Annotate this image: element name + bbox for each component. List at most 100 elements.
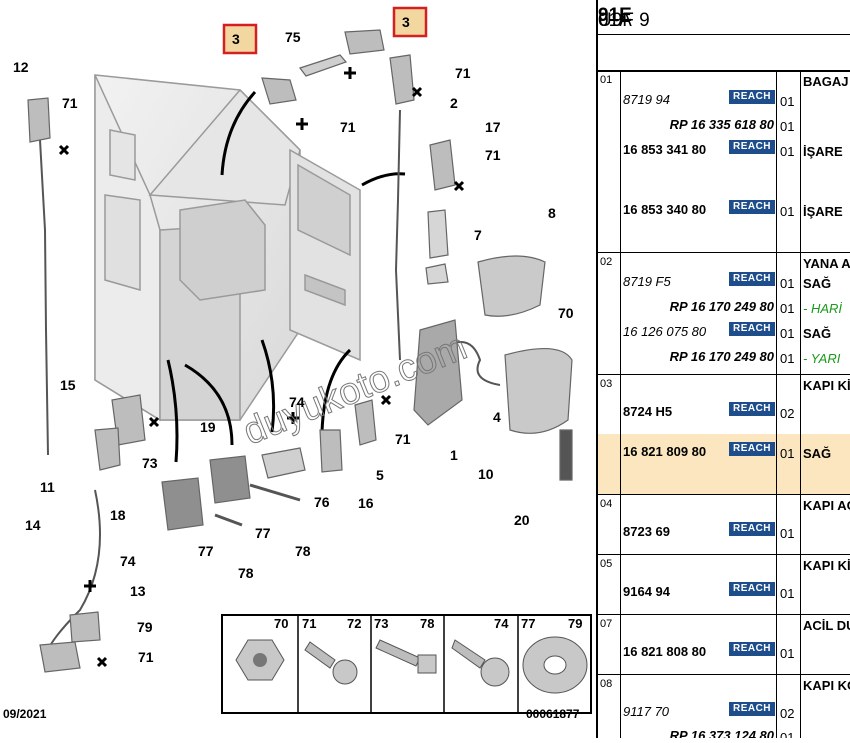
callout-71: 71 bbox=[455, 65, 471, 81]
reach-badge: REACH bbox=[729, 702, 775, 716]
pointer-lines bbox=[166, 90, 406, 463]
part-note: İŞARE bbox=[803, 204, 843, 219]
callout-78: 78 bbox=[295, 543, 311, 559]
part-reference[interactable]: 9117 70 bbox=[623, 704, 670, 719]
legend-number: 79 bbox=[568, 616, 582, 631]
callout-11: 11 bbox=[40, 479, 55, 495]
part-row: 05 KAPI Kİ 9164 94 REACH 01 bbox=[598, 554, 850, 615]
part-quantity: 02 bbox=[780, 706, 795, 721]
callout-19: 19 bbox=[200, 419, 216, 435]
part-reference[interactable]: 8724 H5 bbox=[623, 404, 673, 419]
bolt-73-icon bbox=[375, 639, 421, 667]
part-reference[interactable]: 16 126 075 80 bbox=[623, 324, 707, 339]
callout-12: 12 bbox=[13, 59, 29, 75]
reach-badge: REACH bbox=[729, 200, 775, 214]
part-note: İŞARE bbox=[803, 144, 843, 159]
part-reference[interactable]: 9164 94 bbox=[623, 584, 670, 599]
part-reference[interactable]: 16 853 340 80 bbox=[623, 202, 707, 217]
reach-badge: REACH bbox=[729, 272, 775, 286]
part-quantity: 01 bbox=[780, 144, 795, 159]
row-number: 01 bbox=[600, 74, 613, 86]
diagram-date: 09/2021 bbox=[3, 707, 47, 721]
row-number: 04 bbox=[600, 498, 613, 510]
column-line bbox=[800, 70, 801, 738]
part-note: SAĞ bbox=[803, 446, 832, 461]
row-description: KAPI KO bbox=[803, 678, 850, 693]
legend-number: 73 bbox=[374, 616, 388, 631]
part-quantity: 01 bbox=[780, 94, 795, 109]
callout-14: 14 bbox=[25, 517, 41, 533]
row-number: 07 bbox=[600, 618, 613, 630]
callout-7: 7 bbox=[474, 227, 482, 243]
callout-74: 74 bbox=[289, 394, 305, 410]
part-row: 02 YANA A 8719 F5 REACH 01 SAĞ RP 16 170 249 8… bbox=[598, 252, 850, 375]
panel-header: U9F 9 91E 01A bbox=[598, 0, 850, 35]
legend-number: 78 bbox=[420, 616, 434, 631]
header-gap bbox=[598, 34, 850, 72]
part-reference[interactable]: 8723 69 bbox=[623, 524, 670, 539]
callout-75: 75 bbox=[285, 29, 301, 45]
reach-badge: REACH bbox=[729, 522, 775, 536]
row-description: ACİL DU bbox=[803, 618, 850, 633]
row-description: YANA A bbox=[803, 256, 850, 271]
legend-number: 77 bbox=[521, 616, 535, 631]
legend-number: 72 bbox=[347, 616, 361, 631]
callout-3: 3 bbox=[232, 31, 240, 47]
row-description: KAPI Kİ bbox=[803, 378, 850, 393]
bolt-71-icon bbox=[304, 641, 336, 669]
row-description: KAPI Kİ bbox=[803, 558, 850, 573]
part-quantity: 01 bbox=[780, 730, 795, 738]
part-reference[interactable]: 16 853 341 80 bbox=[623, 142, 707, 157]
part-reference[interactable]: 16 821 809 80 bbox=[623, 444, 707, 459]
cross-markers bbox=[58, 67, 465, 668]
part-reference[interactable]: 8719 94 bbox=[623, 92, 670, 107]
part-quantity: 01 bbox=[780, 586, 795, 601]
callout-4: 4 bbox=[493, 409, 501, 425]
callout-71: 71 bbox=[62, 95, 78, 111]
part-reference[interactable]: 16 821 808 80 bbox=[623, 644, 707, 659]
highlighted-callouts: 33 bbox=[222, 6, 428, 55]
callout-77: 77 bbox=[198, 543, 214, 559]
callout-2: 2 bbox=[450, 95, 458, 111]
part-quantity: 01 bbox=[780, 446, 795, 461]
part-note: SAĞ bbox=[803, 326, 832, 341]
callout-76: 76 bbox=[314, 494, 330, 510]
part-quantity: 01 bbox=[780, 204, 795, 219]
callout-79: 79 bbox=[137, 619, 153, 635]
callout-70: 70 bbox=[558, 305, 574, 321]
callout-20: 20 bbox=[514, 512, 530, 528]
callout-71: 71 bbox=[138, 649, 154, 665]
reach-badge: REACH bbox=[729, 642, 775, 656]
callout-15: 15 bbox=[60, 377, 76, 393]
row-number: 05 bbox=[600, 558, 613, 570]
row-description: KAPI AC bbox=[803, 498, 850, 513]
screw-74-icon bbox=[451, 639, 486, 669]
callout-18: 18 bbox=[110, 507, 126, 523]
part-reference[interactable]: RP 16 335 618 80 bbox=[669, 117, 774, 132]
part-note: - YARI bbox=[803, 351, 841, 366]
panel-divider bbox=[596, 0, 598, 738]
part-reference[interactable]: RP 16 170 249 80 bbox=[669, 349, 774, 364]
part-reference[interactable]: 8719 F5 bbox=[623, 274, 671, 289]
reach-badge: REACH bbox=[729, 582, 775, 596]
callout-8: 8 bbox=[548, 205, 556, 221]
part-quantity: 01 bbox=[780, 351, 795, 366]
part-reference[interactable]: RP 16 170 249 80 bbox=[669, 299, 774, 314]
reach-badge: REACH bbox=[729, 140, 775, 154]
part-quantity: 01 bbox=[780, 326, 795, 341]
van-body bbox=[94, 74, 361, 422]
callout-77: 77 bbox=[255, 525, 271, 541]
callout-71: 71 bbox=[395, 431, 411, 447]
callout-10: 10 bbox=[478, 466, 494, 482]
row-number: 02 bbox=[600, 256, 613, 268]
part-reference[interactable]: RP 16 373 124 80 bbox=[669, 728, 774, 738]
callout-box bbox=[392, 6, 428, 38]
